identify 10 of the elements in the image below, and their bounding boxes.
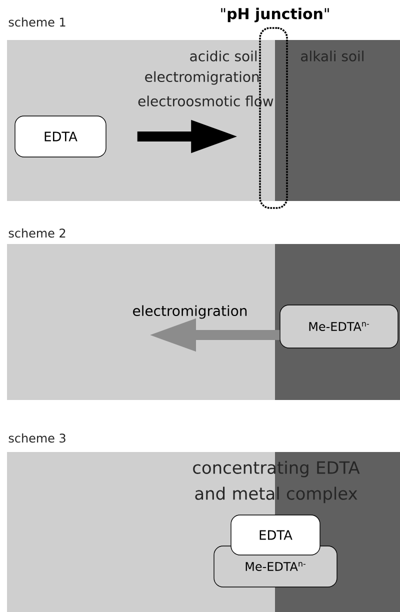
panel-title: scheme 1 [8,17,66,27]
panel-title: scheme 2 [8,228,66,238]
junction-heading: "pH junction" [221,8,329,22]
reagent-box: EDTA [230,514,320,556]
panel-title: scheme 3 [8,433,66,443]
process-label: electroosmotic flow [138,96,274,106]
reagent-box: EDTA [14,116,106,158]
edge-label: electromigration [133,305,247,319]
complex-box: Me-EDTA$^{n-}$ [280,304,398,348]
soil-label: alkali soil [301,50,364,62]
